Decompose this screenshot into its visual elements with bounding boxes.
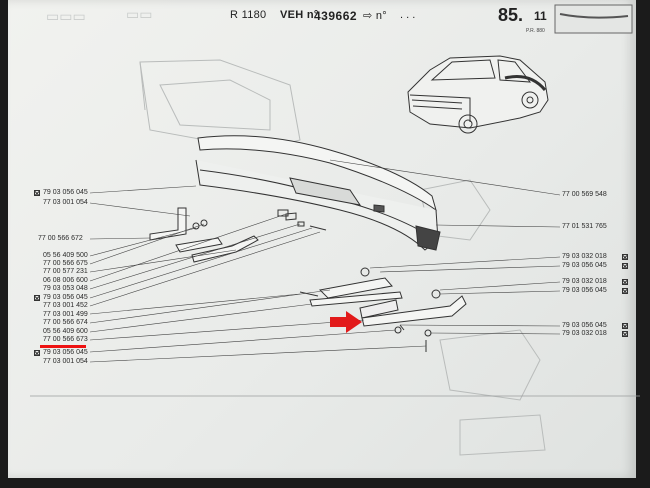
car-illustration xyxy=(407,55,549,134)
part-ref: 79 03 032 018 xyxy=(562,253,607,260)
lower-bracket-parts xyxy=(299,267,467,352)
part-ref: 79 03 056 045 xyxy=(43,294,88,301)
part-ref: 77 01 531 765 xyxy=(562,223,607,230)
part-ref: 79 03 056 045 xyxy=(43,349,88,356)
part-ref: 77 03 001 054 xyxy=(43,358,88,365)
part-ref: 79 03 032 018 xyxy=(562,330,607,337)
ghost-bleed-mark: ▭▭ xyxy=(126,6,153,22)
page-number: 85. xyxy=(498,5,524,25)
part-ref: 06 08 006 600 xyxy=(43,277,88,284)
left-bracket-parts xyxy=(149,207,327,263)
replaced-part-icon xyxy=(34,190,40,196)
part-ref: 77 03 001 054 xyxy=(43,199,88,206)
replaced-part-icon xyxy=(34,350,40,356)
part-ref-highlighted: 77 00 566 673 xyxy=(43,336,88,343)
part-ref: 05 56 409 500 xyxy=(43,252,88,259)
replaced-part-icon xyxy=(622,279,628,285)
red-underline xyxy=(40,345,86,348)
after-label: ⇨ n° xyxy=(363,10,387,22)
part-ref: 77 03 001 452 xyxy=(43,302,88,309)
replaced-part-icon xyxy=(622,254,628,260)
after-number: . . . xyxy=(400,9,416,21)
replaced-part-icon xyxy=(622,288,628,294)
veh-number: 439662 xyxy=(314,9,358,23)
page-sub: 11 xyxy=(534,9,547,23)
part-ref: 79 03 053 048 xyxy=(43,285,88,292)
part-ref: 79 03 056 045 xyxy=(43,189,88,196)
highlight-arrow xyxy=(330,311,362,333)
part-ref: 77 03 001 499 xyxy=(43,311,88,318)
part-ref: 79 03 056 045 xyxy=(562,262,607,269)
thumbnail-frame xyxy=(554,4,633,34)
part-ref: 79 03 056 045 xyxy=(562,287,607,294)
model-ref: R 1180 xyxy=(230,9,267,21)
replaced-part-icon xyxy=(622,323,628,329)
part-ref: 77 00 577 231 xyxy=(43,268,88,275)
part-ref: 77 00 566 672 xyxy=(38,235,83,242)
page-small-code: P.R. 880 xyxy=(526,28,545,34)
part-ref: 79 03 032 018 xyxy=(562,278,607,285)
bumper-illustration xyxy=(195,135,441,251)
ghost-bleed-mark: ▭▭▭ xyxy=(46,8,86,24)
part-ref: 77 00 566 675 xyxy=(43,260,88,267)
part-ref: 77 00 569 548 xyxy=(562,191,607,198)
veh-label: VEH n° xyxy=(280,9,319,21)
part-ref: 79 03 056 045 xyxy=(562,322,607,329)
replaced-part-icon xyxy=(34,295,40,301)
part-ref: 77 00 566 674 xyxy=(43,319,88,326)
replaced-part-icon xyxy=(622,331,628,337)
part-ref: 05 56 409 600 xyxy=(43,328,88,335)
replaced-part-icon xyxy=(622,263,628,269)
